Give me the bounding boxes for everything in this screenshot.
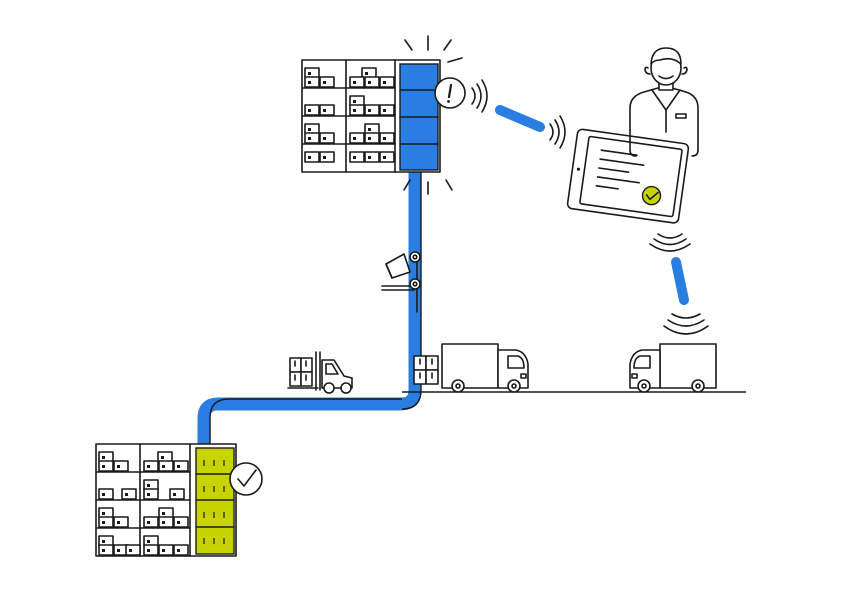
person-arm-right (691, 149, 699, 157)
wireless-signal-icon (549, 115, 566, 149)
alert-burst (403, 35, 463, 195)
person-arm-left (629, 129, 637, 157)
warehouse-shelf-top (301, 59, 441, 173)
wireless-signal-icon (663, 313, 709, 335)
wireless-signal-icon (649, 233, 691, 252)
signal-link-shelf-to-tablet (495, 105, 545, 132)
tablet-icon (566, 128, 690, 224)
truck-icon (629, 343, 717, 393)
forklift-icon (381, 251, 421, 313)
warehouse-shelf-bottom (95, 443, 237, 557)
checkmark-icon (641, 185, 662, 206)
checkmark-icon (229, 462, 263, 496)
wireless-signal-icon (471, 79, 488, 113)
truck-icon (441, 343, 529, 393)
cargo-boxes (413, 355, 439, 385)
person-icon (629, 47, 699, 151)
flow-path (197, 170, 422, 448)
signal-link-tablet-to-truck (671, 257, 689, 305)
forklift-icon (287, 351, 353, 394)
exclamation-icon (434, 77, 466, 109)
